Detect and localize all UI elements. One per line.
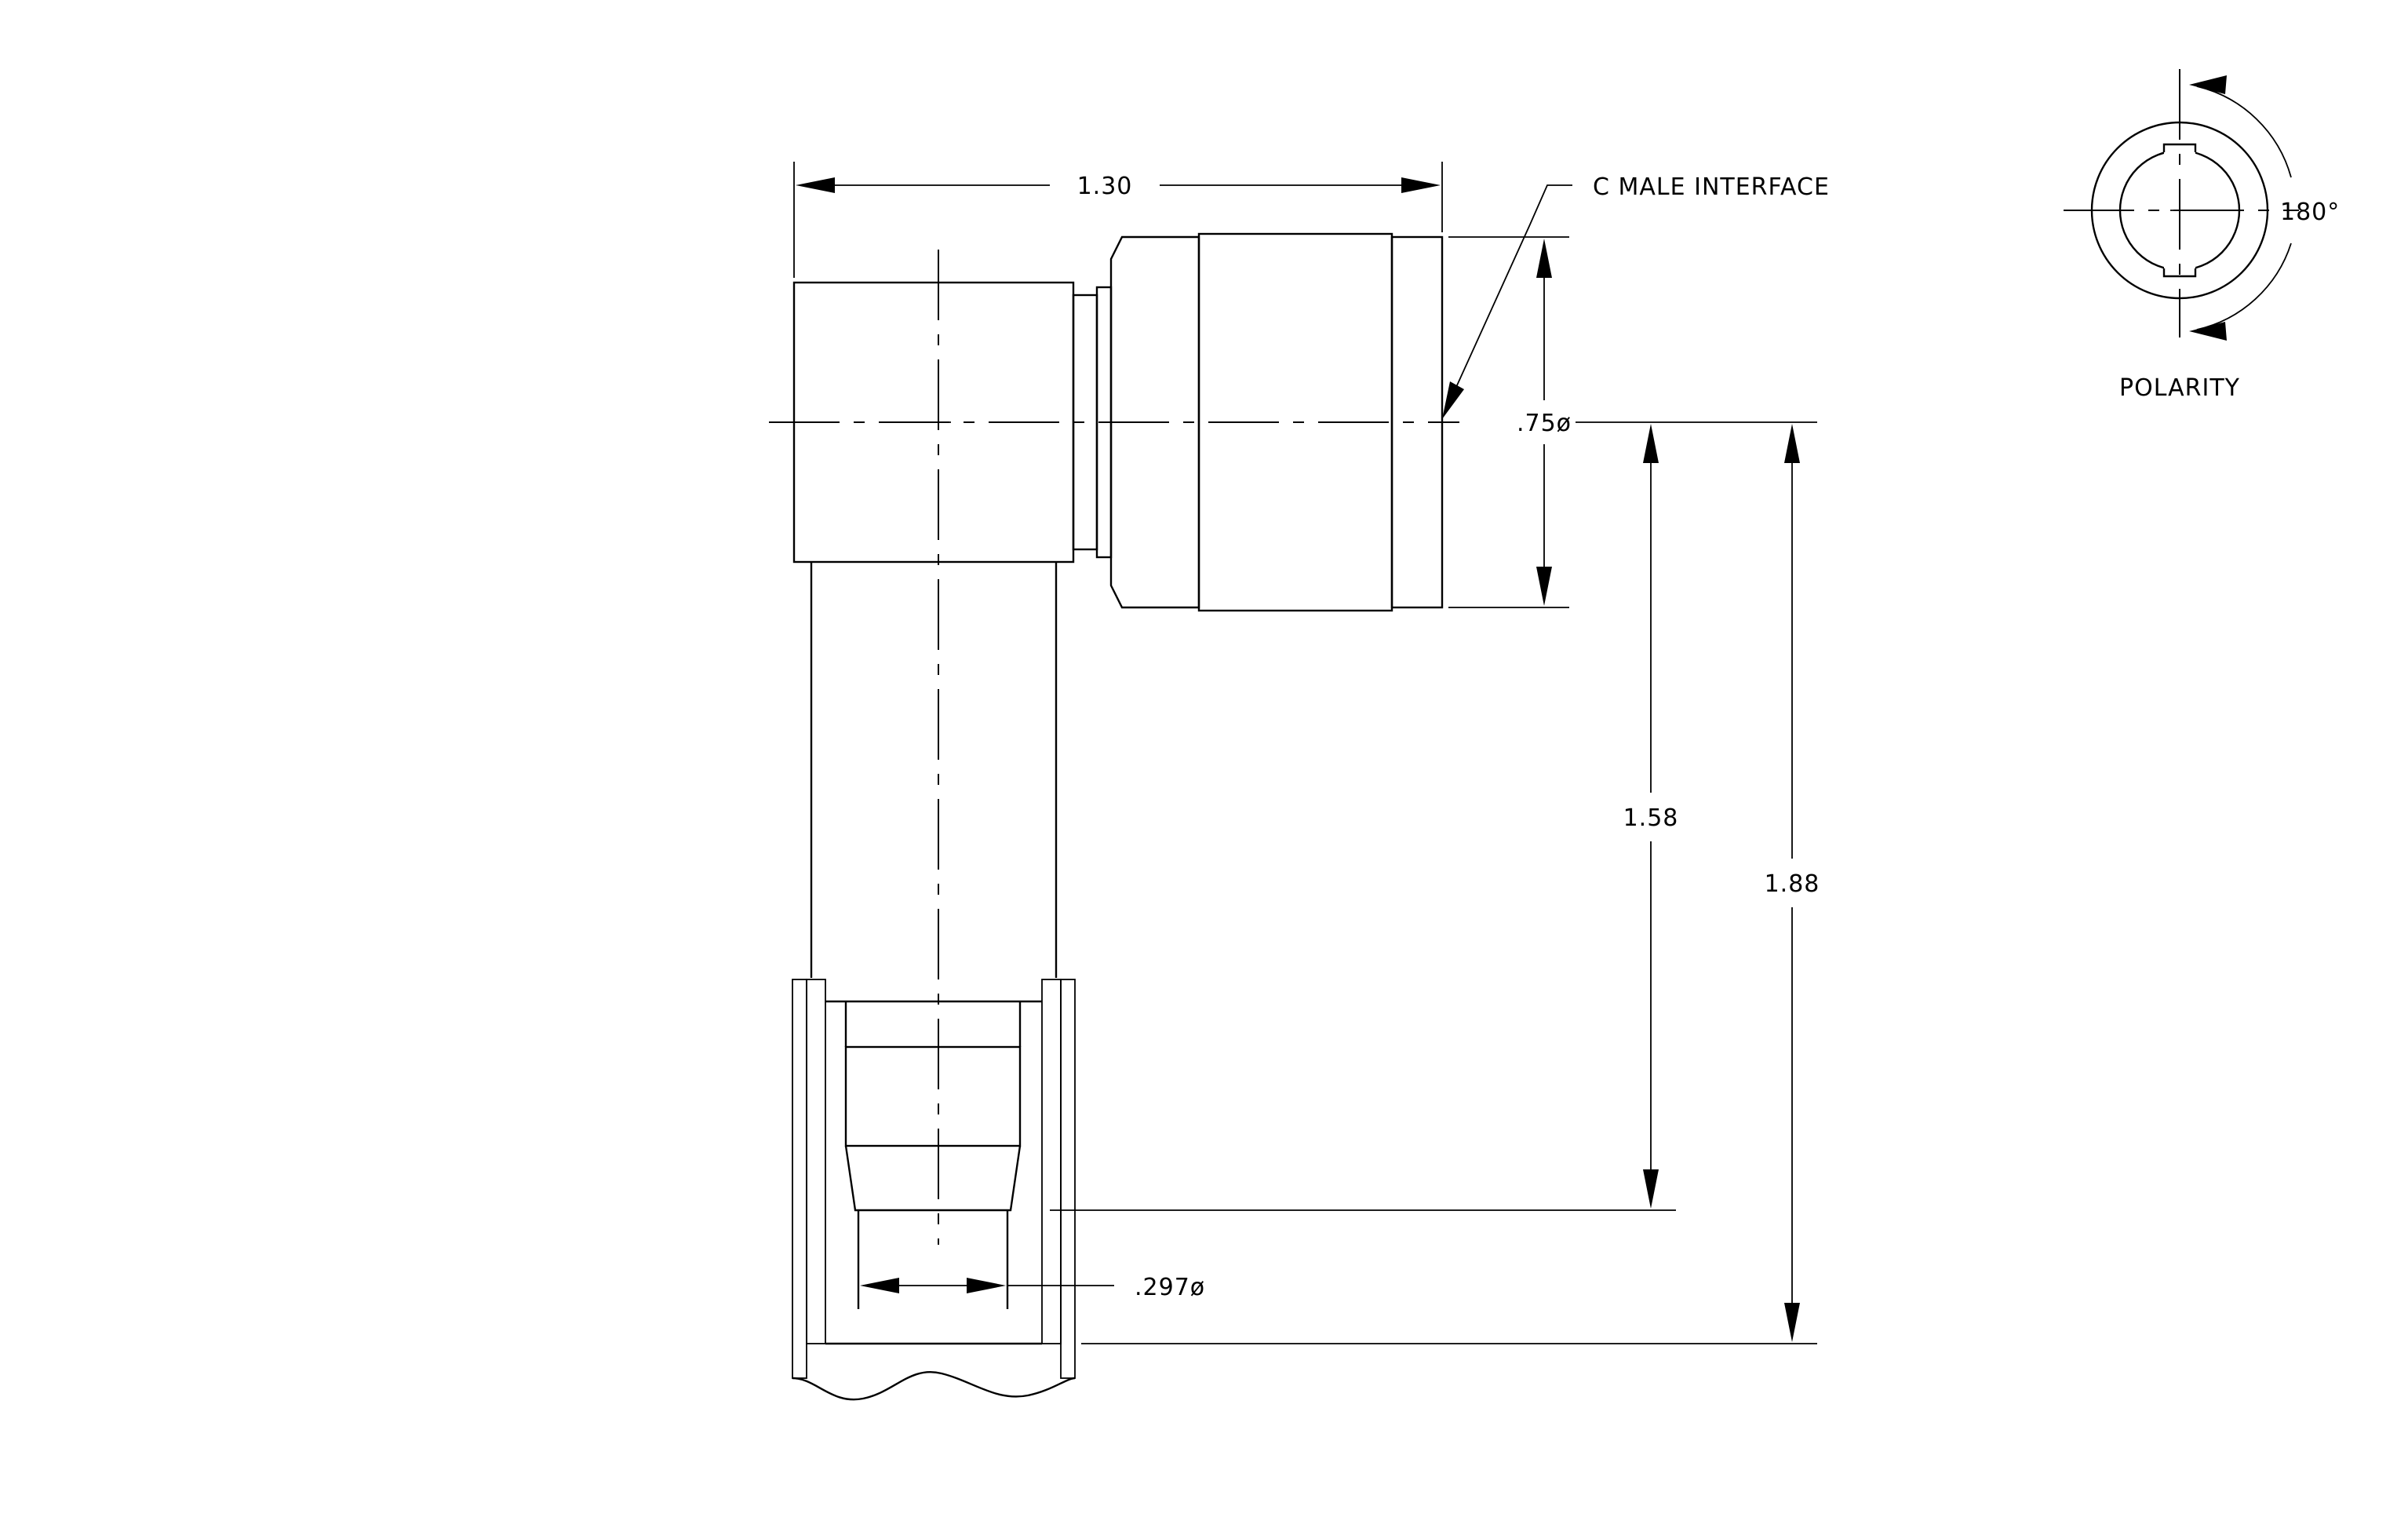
- cable-crimp-section: [792, 979, 1076, 1401]
- insert-knurl: [844, 1045, 1022, 1147]
- polarity-caption: POLARITY: [2119, 374, 2240, 402]
- dimension-bore-diameter-label: .297ø: [1135, 1274, 1205, 1301]
- dimension-height-inner-label: 1.58: [1623, 804, 1679, 832]
- dimension-nut-diameter-label: .75ø: [1517, 410, 1572, 437]
- polarity-view: 180° POLARITY: [2064, 69, 2340, 402]
- right-angle-body: [792, 232, 1444, 978]
- dimension-nut-diameter: .75ø: [1448, 236, 1572, 608]
- interface-callout: C MALE INTERFACE: [1442, 173, 1830, 419]
- dimension-bore-diameter: .297ø: [860, 1274, 1205, 1301]
- dimension-width: 1.30: [793, 162, 1443, 278]
- polarity-angle-label: 180°: [2280, 199, 2340, 226]
- dimension-heights: 1.58 1.88: [1050, 421, 1820, 1344]
- dimension-width-label: 1.30: [1077, 173, 1133, 200]
- dimension-height-outer-label: 1.88: [1765, 870, 1820, 898]
- centerlines: [769, 250, 1459, 1245]
- interface-label: C MALE INTERFACE: [1593, 173, 1830, 201]
